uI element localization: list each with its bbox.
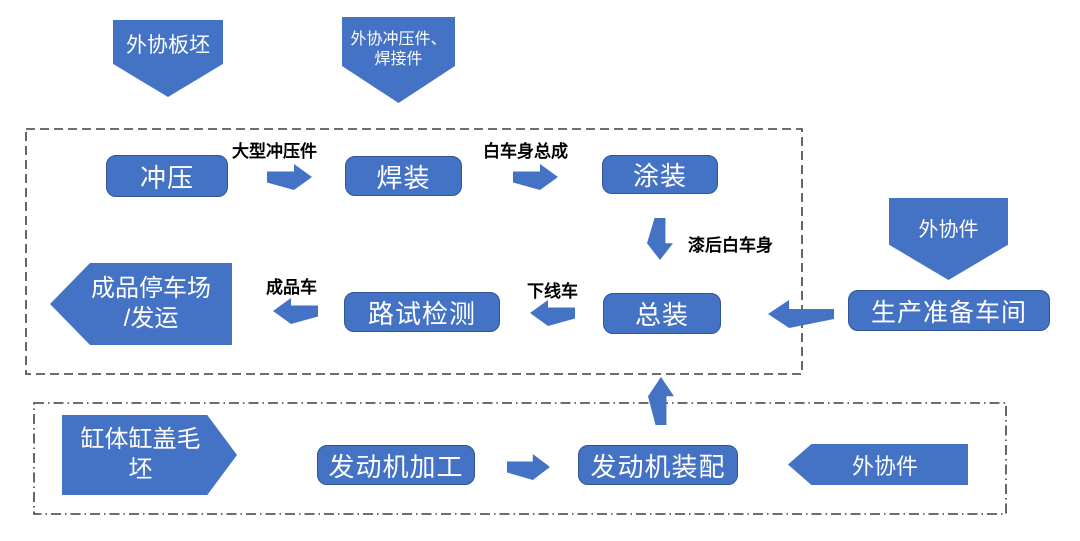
label-body-in-white: 白车身总成 [483, 142, 568, 161]
input-outsourced-parts-top: 外协件 [889, 198, 1008, 280]
node-painting-label: 涂装 [632, 161, 687, 191]
input-outsourced-parts-top-label: 外协件 [918, 218, 979, 241]
input-plate-blank: 外协板坯 [113, 20, 223, 97]
input-cylinder-blank-label: 缸体缸盖毛 坯 [80, 426, 201, 483]
label-large-stamping-parts: 大型冲压件 [232, 142, 317, 161]
input-stamp-weld-parts-label: 外协冲压件、 焊接件 [350, 31, 447, 68]
node-engine-machining-label: 发动机加工 [328, 451, 464, 482]
node-assembly-label: 总装 [634, 300, 689, 330]
engine-plant-dashdot-border [33, 402, 1007, 515]
node-stamping: 冲压 [106, 155, 228, 197]
node-production-prep-label: 生产准备车间 [870, 298, 1027, 327]
node-engine-assembly-label: 发动机装配 [590, 451, 726, 482]
input-stamp-weld-parts: 外协冲压件、 焊接件 [342, 17, 455, 103]
node-welding-label: 焊装 [376, 162, 431, 193]
label-offline-vehicle: 下线车 [527, 282, 578, 301]
output-finished-lot-label: 成品停车场 /发运 [91, 275, 211, 332]
node-road-test-label: 路试检测 [367, 298, 476, 329]
node-stamping-label: 冲压 [139, 162, 194, 193]
output-finished-lot: 成品停车场 /发运 [50, 263, 232, 345]
label-finished-vehicle: 成品车 [266, 278, 317, 297]
input-plate-blank-label: 外协板坯 [126, 34, 210, 57]
node-engine-machining: 发动机加工 [317, 445, 475, 485]
node-painting: 涂装 [602, 155, 718, 194]
node-assembly: 总装 [603, 293, 721, 334]
input-cylinder-blank: 缸体缸盖毛 坯 [62, 415, 237, 495]
input-outsourced-parts-bottom-label: 外协件 [851, 453, 918, 479]
vehicle-plant-dashed-border [25, 128, 803, 375]
input-outsourced-parts-bottom: 外协件 [788, 444, 968, 485]
node-road-test: 路试检测 [344, 292, 500, 332]
node-engine-assembly: 发动机装配 [578, 445, 738, 485]
node-welding: 焊装 [345, 156, 462, 196]
node-production-prep: 生产准备车间 [848, 290, 1050, 331]
label-painted-body: 漆后白车身 [688, 236, 773, 255]
